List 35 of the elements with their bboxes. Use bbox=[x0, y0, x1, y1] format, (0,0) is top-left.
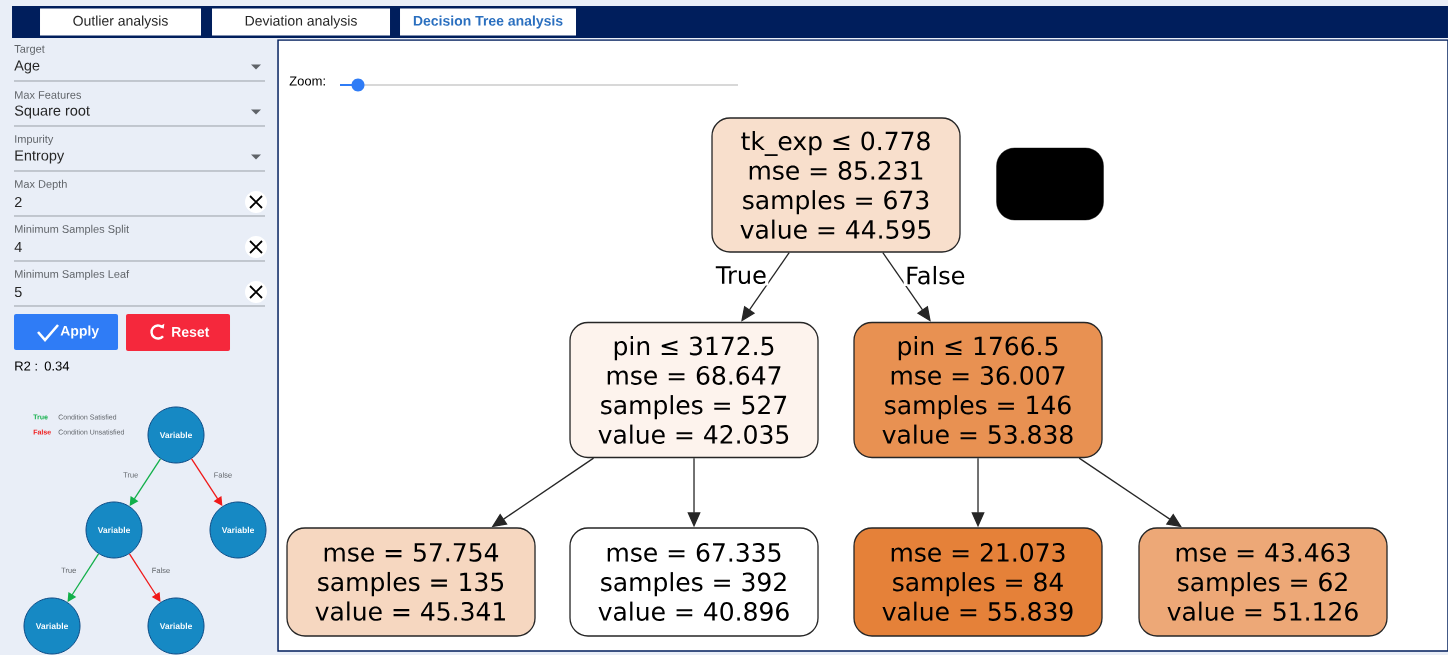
tab: Deviation analysis bbox=[212, 8, 390, 36]
tree-node-box: pin ≤ 1766.5 mse = 36.007 samples = 146 value = 53.838 bbox=[853, 321, 1103, 459]
field-label: Impurity bbox=[15, 134, 54, 146]
arrow bbox=[882, 252, 931, 322]
tree-node-box: tk_exp ≤ 0.778 mse = 85.231 samples = 673 value = 44.595 bbox=[711, 117, 961, 253]
field-label: Target bbox=[14, 45, 45, 55]
tree-node-box: pin ≤ 3172.5 mse = 68.647 samples = 527 value = 42.035 bbox=[569, 321, 819, 459]
tree-node-box: mse = 21.073 samples = 84 value = 55.839 bbox=[853, 527, 1103, 637]
field-value: Square root bbox=[14, 105, 90, 119]
edge-label: True bbox=[714, 264, 769, 286]
field-value: 5 bbox=[14, 286, 22, 298]
apply-button: Apply bbox=[14, 314, 118, 350]
arrow bbox=[741, 252, 790, 322]
edge-label: False bbox=[903, 264, 967, 286]
arrow bbox=[128, 553, 161, 602]
field-value: 4 bbox=[14, 242, 22, 252]
field-label: Minimum Samples Leaf bbox=[15, 269, 130, 281]
arrow bbox=[1078, 457, 1182, 528]
tree-node-box: mse = 67.335 samples = 392 value = 40.896 bbox=[569, 527, 819, 637]
field-value: 2 bbox=[14, 196, 22, 208]
metric-label: R2 : bbox=[15, 361, 37, 371]
field-label: Max Depth bbox=[15, 179, 67, 191]
arrow bbox=[67, 553, 100, 602]
field-label: Minimum Samples Split bbox=[15, 224, 130, 236]
metric-value: 0.34 bbox=[44, 361, 70, 371]
blank-box bbox=[996, 147, 1104, 221]
tab: Outlier analysis bbox=[40, 8, 201, 36]
field-value: Entropy bbox=[15, 150, 65, 164]
zoom-label: Zoom: bbox=[289, 76, 325, 86]
field-label: Max Features bbox=[15, 91, 82, 99]
reset-button: Reset bbox=[126, 314, 230, 351]
tree-node-box: mse = 57.754 samples = 135 value = 45.341 bbox=[286, 527, 536, 637]
tree-node-box: mse = 43.463 samples = 62 value = 51.126 bbox=[1138, 527, 1388, 637]
tab: Decision Tree analysis bbox=[400, 8, 576, 36]
field-value: Age bbox=[14, 60, 40, 74]
